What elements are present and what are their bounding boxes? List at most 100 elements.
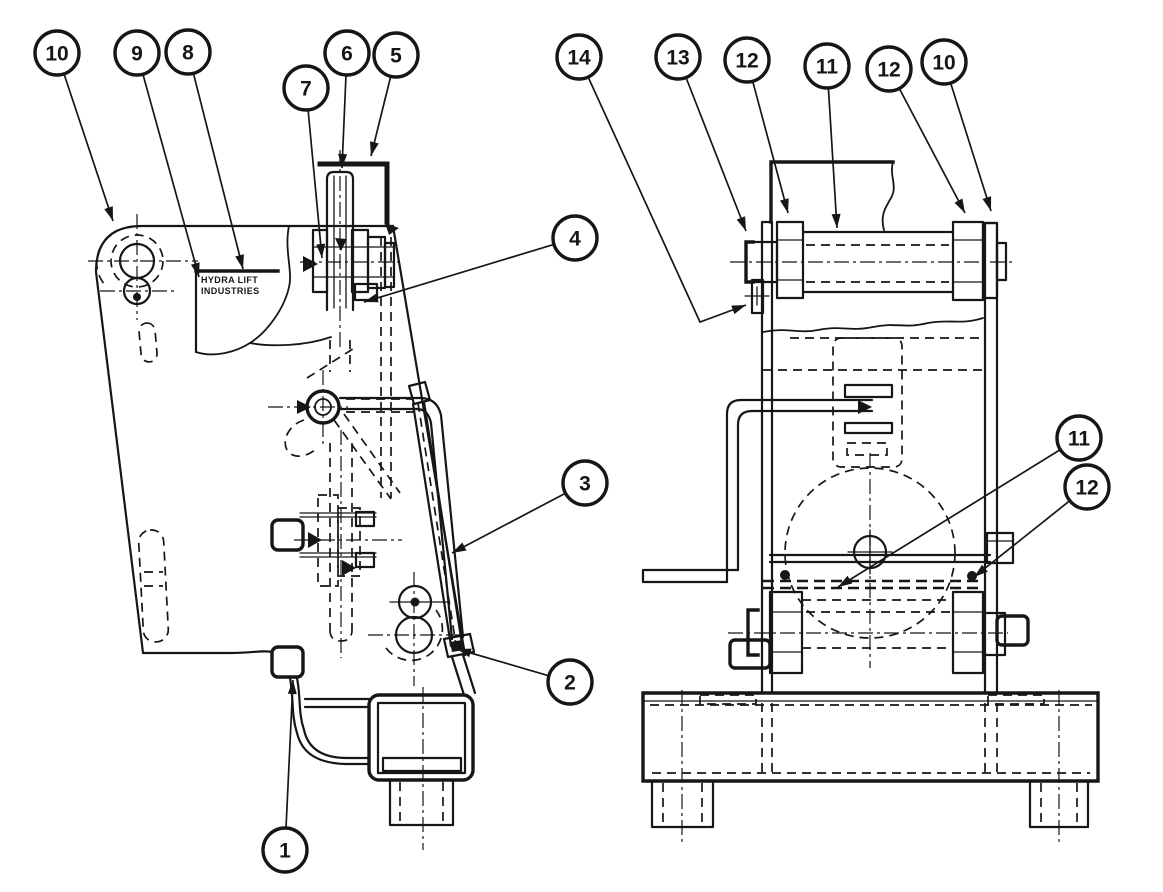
leader-arrow bbox=[104, 206, 113, 221]
top-roller-assembly bbox=[730, 222, 1015, 313]
leader-arrow bbox=[982, 196, 992, 211]
side-plate-outline bbox=[96, 226, 393, 653]
handle-tube bbox=[340, 398, 463, 637]
balloon-number: 5 bbox=[390, 45, 402, 68]
leader-line bbox=[686, 78, 746, 232]
bolt-cluster bbox=[294, 430, 402, 658]
leader-arrow bbox=[831, 213, 841, 228]
balloon-number: 11 bbox=[816, 56, 839, 79]
upper-slot bbox=[138, 322, 157, 362]
hidden-ram bbox=[833, 338, 902, 467]
callout-left-5: 5 bbox=[370, 33, 418, 156]
balloon-circle-4 bbox=[553, 216, 597, 260]
balloon-circle-10 bbox=[922, 40, 966, 84]
callout-right-10b: 10 bbox=[922, 40, 991, 211]
balloon-number: 10 bbox=[932, 52, 955, 75]
leader-arrow bbox=[974, 564, 988, 577]
base bbox=[643, 690, 1098, 846]
leader-arrow bbox=[370, 141, 379, 156]
balloon-number: 13 bbox=[666, 47, 689, 70]
callout-right-12c: 12 bbox=[974, 465, 1109, 577]
balloon-number: 11 bbox=[1068, 428, 1091, 451]
leader-arrow bbox=[731, 305, 746, 315]
balloon-number: 1 bbox=[279, 840, 291, 863]
crank-handle bbox=[643, 400, 872, 582]
callout-right-13: 13 bbox=[656, 35, 746, 231]
right-nut bbox=[953, 222, 983, 300]
leader-line bbox=[753, 81, 788, 213]
lever-bar bbox=[413, 402, 462, 646]
callout-left-8: 8 bbox=[166, 30, 244, 269]
balloon-circle-3 bbox=[563, 461, 607, 505]
leader-arrow bbox=[316, 243, 326, 258]
leader-arrow bbox=[838, 575, 853, 587]
balloon-circle-11 bbox=[1057, 416, 1101, 460]
callout-left-4: 4 bbox=[364, 216, 597, 302]
balloon-circle-9 bbox=[115, 31, 159, 75]
upper-right-tab bbox=[987, 533, 1013, 563]
callout-right-12b: 12 bbox=[867, 47, 965, 213]
balloon-number: 14 bbox=[567, 47, 591, 70]
balloon-circle-5 bbox=[374, 33, 418, 77]
nameplate-line1: HYDRA LIFT bbox=[201, 275, 258, 285]
balloon-circle-14 bbox=[557, 35, 601, 79]
balloon-number: 10 bbox=[45, 43, 68, 66]
cylinder-assembly bbox=[300, 150, 402, 498]
balloon-circle-1 bbox=[263, 828, 307, 872]
leader-line bbox=[342, 75, 346, 168]
leader-arrow bbox=[780, 198, 789, 213]
left-nut bbox=[777, 222, 803, 298]
balloon-circle-7 bbox=[284, 66, 328, 110]
balloon-circle-2 bbox=[548, 660, 592, 704]
leader-arrow bbox=[736, 216, 746, 231]
lower-nut bbox=[355, 284, 377, 300]
leader-line bbox=[143, 74, 199, 277]
break-line bbox=[763, 318, 983, 332]
leader-line bbox=[588, 77, 746, 322]
leader-line bbox=[899, 89, 965, 214]
leader-arrow bbox=[235, 254, 244, 269]
callout-left-7: 7 bbox=[284, 66, 328, 258]
leader-line bbox=[828, 88, 837, 228]
leader-line bbox=[308, 110, 322, 258]
lever-assembly bbox=[340, 382, 475, 695]
leader-line bbox=[838, 450, 1060, 587]
wheel bbox=[785, 468, 955, 638]
leader-line bbox=[286, 680, 293, 828]
pivot-hole bbox=[88, 214, 198, 320]
callout-left-10: 10 bbox=[35, 31, 113, 221]
balloon-number: 12 bbox=[735, 50, 758, 73]
leader-line bbox=[193, 73, 243, 269]
balloon-circle-12 bbox=[725, 38, 769, 82]
balloon-circle-6 bbox=[325, 31, 369, 75]
end-cap bbox=[746, 242, 753, 282]
balloon-number: 9 bbox=[131, 43, 143, 66]
lower-roller-assembly bbox=[728, 533, 1028, 673]
leader-line bbox=[64, 74, 113, 221]
balloon-number: 7 bbox=[300, 78, 312, 101]
balloon-circle-8 bbox=[166, 30, 210, 74]
balloon-number: 12 bbox=[877, 59, 900, 82]
callout-left-9: 9 bbox=[115, 31, 200, 277]
balloon-circle-12 bbox=[1065, 465, 1109, 509]
balloon-number: 4 bbox=[569, 228, 581, 251]
lower-slot bbox=[138, 529, 169, 642]
leader-line bbox=[951, 83, 991, 211]
callout-left-1: 1 bbox=[263, 680, 307, 872]
balloon-circle-10 bbox=[35, 31, 79, 75]
callout-left-2: 2 bbox=[457, 649, 592, 704]
balloon-number: 3 bbox=[579, 473, 591, 496]
balloon-number: 8 bbox=[182, 42, 194, 65]
balloon-number: 6 bbox=[341, 43, 353, 66]
clamp bbox=[444, 634, 474, 657]
nameplate: HYDRA LIFT INDUSTRIES bbox=[196, 226, 331, 354]
leader-line bbox=[974, 501, 1070, 577]
lower-sprocket bbox=[368, 572, 470, 686]
balloon-circle-12 bbox=[867, 47, 911, 91]
leader-arrow bbox=[287, 680, 297, 695]
leader-arrow bbox=[364, 293, 379, 303]
leader-arrow bbox=[190, 262, 200, 277]
leader-arrow bbox=[457, 648, 472, 658]
